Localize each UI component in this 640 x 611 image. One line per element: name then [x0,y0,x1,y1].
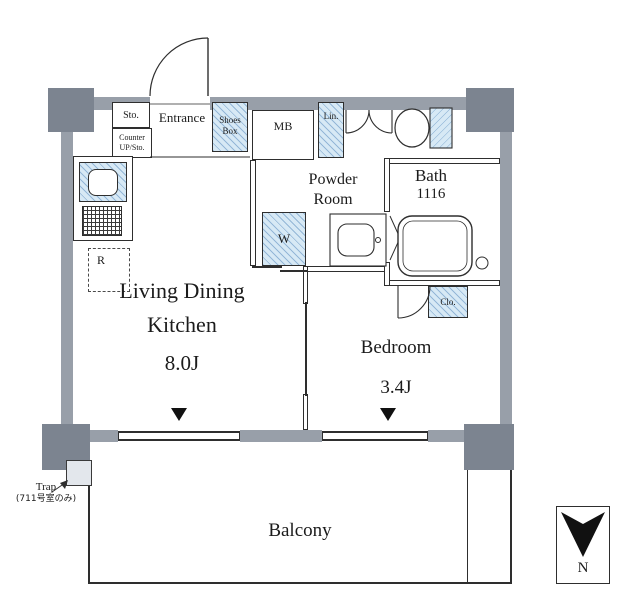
trap-arrow-head-icon [60,480,68,489]
wall-right [500,132,512,424]
bathtub-inner-line [402,220,468,272]
double-door-arc-left [345,109,370,134]
window-marker-bedroom-icon [380,408,396,421]
meter-box: MB [252,110,314,160]
bedroom-size-label: 3.4J [380,377,412,398]
double-door-arc-right [368,109,393,134]
entrance-label: Entrance [158,110,206,125]
shoes-box: Shoes Box [212,102,248,152]
bath-label-name: Bath [414,166,448,185]
bath-label-size: 1116 [416,185,446,202]
ldk-label-line1: Living Dining [119,278,245,303]
bedroom-label: Bedroom [360,337,432,358]
powder-room-label-line1: Powder [308,171,358,188]
pillar-top-right [466,88,514,132]
closet-label: Clo. [440,297,456,307]
washer-label: W [277,231,291,246]
washbasin-faucet-icon [375,237,381,243]
bedroom-sliding-door [305,302,307,396]
ldk-label-line2: Kitchen [147,312,217,337]
kitchen-sink-bowl [88,169,118,196]
bathtub-icon [397,215,473,277]
balcony-label: Balcony [268,520,332,541]
trap-label-line1: Trap [35,481,57,493]
bath-drain-icon [475,256,489,270]
trap-hatch-box [66,460,92,486]
balcony-left-rail [88,470,90,584]
pillar-bottom-right [464,424,514,470]
bath-label: Bath 1116 [396,166,466,203]
trap-annotation: Trap (711号室のみ) [0,481,92,504]
shoes-label-line2: Box [222,126,238,136]
refrigerator-box: R [88,248,130,292]
entrance-door-arc [149,37,209,97]
washer-box: W [262,212,306,266]
linen-closet: Lin. [318,102,344,158]
closet-box: Clo. [428,286,468,318]
counter-label-line1: Counter [119,133,145,142]
window-marker-living-icon [171,408,187,421]
window-living [118,431,240,441]
north-label: N [577,560,589,576]
toilet-bowl-icon [394,108,430,148]
powder-room-label: Powder Room [293,170,373,210]
counter-storage-box: Counter UP/Sto. [112,128,152,158]
closet-door-arc [397,285,431,319]
bath-left-wall-lower [384,262,390,286]
pillar-top-left [48,88,94,132]
storage-label: Sto. [123,109,139,121]
powder-room-left-wall [250,160,256,266]
balcony-bottom-rail [88,582,512,584]
window-bedroom [322,431,428,441]
wall-bottom-segment-1 [90,430,118,442]
powder-sliding-door-panel-1 [252,266,282,268]
ldk-size-label: 8.0J [164,351,200,375]
refrigerator-label: R [97,253,106,267]
north-arrow-icon [561,512,605,557]
balcony-divider [467,470,468,582]
stove-icon [82,206,122,236]
storage-box: Sto. [112,102,150,128]
wall-bottom-segment-2 [240,430,322,442]
trap-label-line2: (711号室のみ) [15,493,77,504]
wall-left [61,132,73,424]
toilet-tank-icon [429,107,453,149]
counter-label-line2: UP/Sto. [119,143,145,152]
washbasin-bowl-icon [337,223,375,257]
meter-box-label: MB [273,119,293,133]
balcony-right-rail [510,470,512,584]
wall-bottom-segment-3 [428,430,464,442]
powder-sliding-door-panel-2 [280,270,308,272]
linen-label: Lin. [323,111,339,121]
powder-room-label-line2: Room [313,191,353,208]
shoes-label-line1: Shoes [219,115,241,125]
bath-left-wall-upper [384,158,390,212]
